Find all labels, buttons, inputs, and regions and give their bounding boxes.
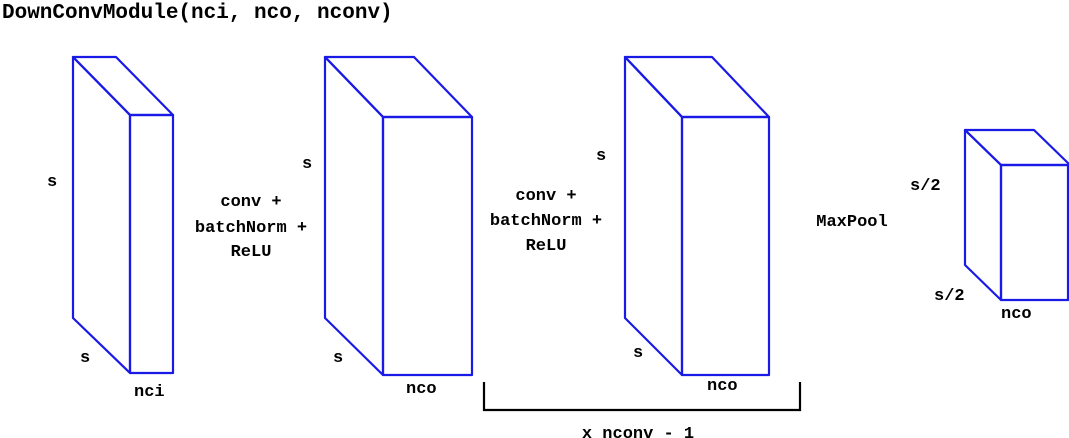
operation-conv-bn-relu-2: conv + batchNorm + ReLU: [490, 187, 602, 256]
repeat-bracket: x nconv - 1: [482, 382, 802, 438]
conv-block-2-height-label: s: [596, 147, 606, 166]
input-block-front-face: [128, 113, 175, 375]
operation-line-relu: ReLU: [231, 243, 272, 262]
output-block-front-face: [999, 163, 1069, 302]
repeat-bracket-line: [482, 382, 802, 412]
input-depth-label: s: [80, 349, 90, 368]
conv-block-2-side-face: [623, 55, 684, 377]
output-block: s/2 s/2 nco: [910, 128, 1069, 324]
conv-block-2-depth-label: s: [633, 344, 643, 363]
diagram-title: DownConvModule(nci, nco, nconv): [2, 2, 393, 25]
input-channels-label: nci: [134, 383, 165, 402]
operation-line-maxpool: MaxPool: [816, 213, 887, 232]
conv-block-1: s s nco: [302, 55, 474, 399]
output-height-label: s/2: [910, 177, 941, 196]
conv-block-1-channels-label: nco: [406, 380, 437, 399]
input-height-label: s: [47, 173, 57, 192]
conv-block-1-height-label: s: [302, 155, 312, 174]
operation-line-relu: ReLU: [526, 237, 567, 256]
output-depth-label: s/2: [934, 287, 965, 306]
conv-block-1-side-face: [323, 55, 385, 377]
operation-line-conv: conv +: [220, 193, 281, 212]
conv-block-1-top-face: [323, 55, 474, 119]
operation-line-batchnorm: batchNorm +: [195, 219, 307, 238]
input-block: s s nci: [47, 55, 175, 402]
conv-block-2-front-face: [680, 115, 771, 377]
operation-line-batchnorm: batchNorm +: [490, 212, 602, 231]
conv-block-1-front-face: [381, 115, 474, 377]
input-block-side-face: [71, 55, 132, 375]
input-block-top-face: [71, 55, 175, 117]
operation-line-conv: conv +: [515, 187, 576, 206]
conv-block-1-depth-label: s: [333, 349, 343, 368]
conv-block-2: s s nco: [596, 55, 771, 396]
operation-conv-bn-relu-1: conv + batchNorm + ReLU: [195, 193, 307, 262]
conv-block-2-top-face: [623, 55, 771, 119]
output-block-side-face: [963, 128, 1003, 302]
operation-maxpool: MaxPool: [816, 213, 887, 232]
output-block-top-face: [963, 128, 1069, 167]
repeat-label: x nconv - 1: [582, 425, 694, 438]
output-channels-label: nco: [1001, 305, 1032, 324]
conv-block-2-channels-label: nco: [707, 377, 738, 396]
